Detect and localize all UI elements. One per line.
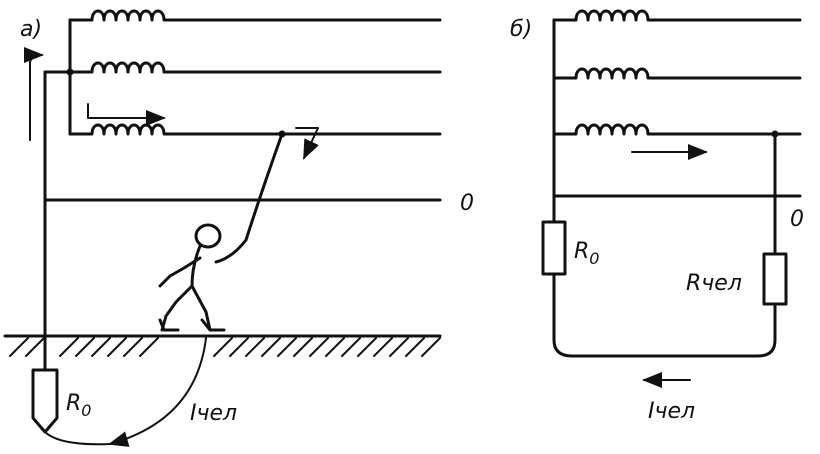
ground-electrode [31, 368, 59, 434]
ground-hatching [9, 337, 441, 357]
panel-a: а) 0 [3, 9, 474, 447]
person-figure [158, 132, 284, 332]
current-arrow-up [23, 47, 44, 141]
neutral-label-a: 0 [460, 191, 474, 216]
current-label-a: Iчел [190, 401, 237, 426]
coil-phase-3 [68, 123, 442, 136]
panel-a-label: а) [20, 17, 42, 42]
r0-label-b: R0 [574, 239, 599, 268]
return-loop [552, 272, 777, 358]
current-arrow-down [295, 127, 319, 160]
coil-b-phase-3 [552, 123, 802, 136]
current-arrow-phase [87, 103, 166, 126]
junction-dot-a [66, 68, 74, 76]
rperson-label: Rчел [686, 271, 742, 296]
coil-b-phase-2 [552, 67, 802, 80]
resistor-person [762, 252, 788, 306]
neutral-label-b: 0 [790, 207, 804, 232]
resistor-r0 [541, 220, 567, 276]
coil-phase-1 [68, 9, 442, 22]
current-label-b: Iчел [648, 399, 695, 424]
current-path-ground [108, 337, 207, 447]
current-path-electrode [44, 431, 111, 446]
r0-label-a: R0 [66, 391, 91, 420]
panel-b-label: б) [510, 17, 532, 42]
panel-b: б) 0 R0 Rчел Iчел [510, 9, 804, 424]
coil-b-phase-1 [552, 9, 802, 22]
coil-phase-2 [68, 61, 442, 74]
